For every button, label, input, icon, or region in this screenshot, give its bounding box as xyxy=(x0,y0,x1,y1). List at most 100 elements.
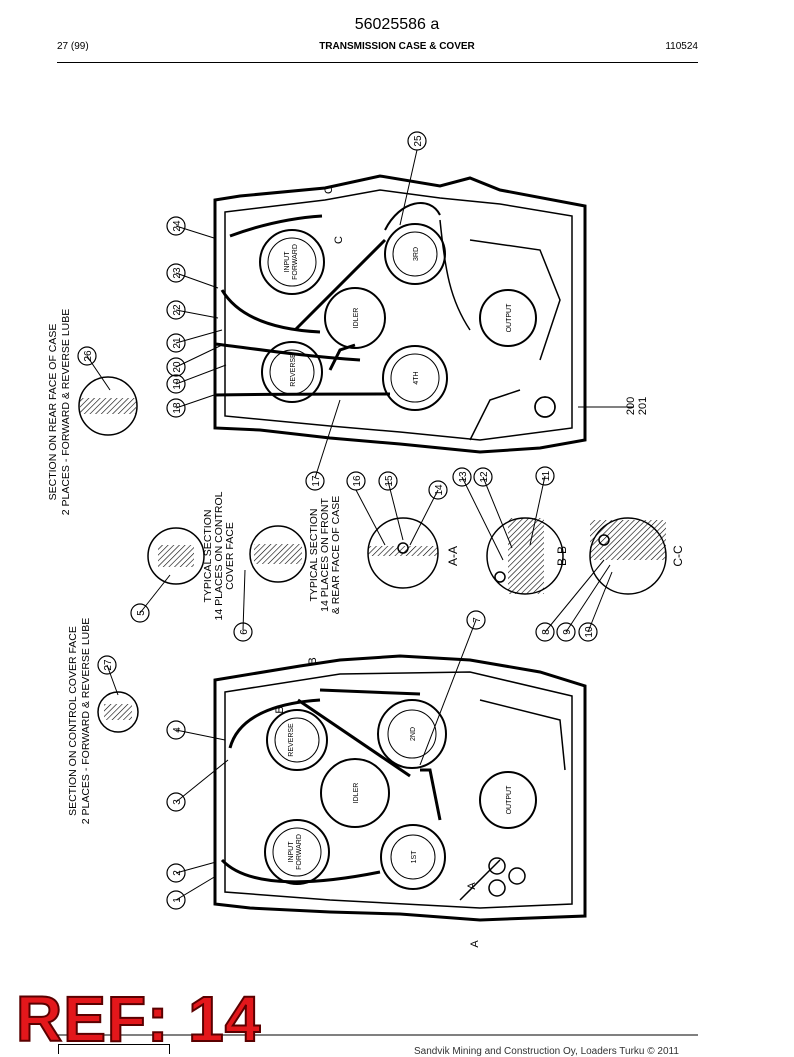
callout-1 xyxy=(166,890,186,910)
callout-number: 8 xyxy=(541,629,552,635)
caption-typical-control-line2: 14 PLACES ON CONTROL xyxy=(213,491,225,620)
gear-label: 2ND xyxy=(410,727,417,741)
callout-9 xyxy=(556,622,576,642)
detail-typical-6 xyxy=(249,525,307,583)
gear-label: 4TH xyxy=(413,371,420,384)
callout-25 xyxy=(407,131,427,151)
gear-label: IDLER xyxy=(353,308,360,329)
callout-number: 20 xyxy=(172,361,183,373)
detail-typical-5 xyxy=(147,527,205,585)
callout-17 xyxy=(305,471,325,491)
callout-number: 14 xyxy=(434,484,445,496)
callout-7 xyxy=(466,610,486,630)
callout-4 xyxy=(166,720,186,740)
gear-label: 3RD xyxy=(413,247,420,261)
callout-number: 10 xyxy=(584,626,595,638)
callout-12 xyxy=(473,467,493,487)
caption-typical-front-line2: 14 PLACES ON FRONT xyxy=(319,498,331,612)
callout-2 xyxy=(166,863,186,883)
callout-number: 12 xyxy=(479,471,490,483)
callout-number: 23 xyxy=(172,267,183,279)
callout-number: 13 xyxy=(458,471,469,483)
gear-label: OUTPUT xyxy=(506,785,513,815)
callout-20 xyxy=(166,357,186,377)
caption-control-cover-line2: 2 PLACES - FORWARD & REVERSE LUBE xyxy=(80,618,92,825)
callout-number: 16 xyxy=(352,475,363,487)
caption-typical-front-line3: & REAR FACE OF CASE xyxy=(330,496,342,614)
callout-number: 5 xyxy=(136,610,147,616)
caption-typical-control-line1: TYPICAL SECTION xyxy=(202,510,214,603)
callout-21 xyxy=(166,333,186,353)
detail-section-27 xyxy=(97,691,139,733)
callout-number: 27 xyxy=(103,659,114,671)
callout-number: 21 xyxy=(172,337,183,349)
gear-label: REVERSE xyxy=(288,723,295,757)
callout-14 xyxy=(428,480,448,500)
section-label-aa: A-A xyxy=(446,546,460,566)
header-rule xyxy=(57,62,698,63)
callout-number: 22 xyxy=(172,304,183,316)
callout-number: 26 xyxy=(83,350,94,362)
callout-number: 6 xyxy=(239,629,250,635)
callout-26 xyxy=(77,346,97,366)
callout-18 xyxy=(166,398,186,418)
document-code: 110524 xyxy=(665,41,698,52)
callout-15 xyxy=(378,471,398,491)
caption-typical-control-line3: COVER FACE xyxy=(224,522,236,590)
callout-27 xyxy=(97,655,117,675)
callout-19 xyxy=(166,374,186,394)
gear-label: INPUT xyxy=(284,251,291,273)
callout-3 xyxy=(166,792,186,812)
caption-rear-face-line1: SECTION ON REAR FACE OF CASE xyxy=(47,324,59,501)
part-201: 201 xyxy=(637,397,649,415)
gear-label: REVERSE xyxy=(290,353,297,387)
callout-23 xyxy=(166,263,186,283)
gear-label: FORWARD xyxy=(292,244,299,280)
reference-stamp: REF: 14 xyxy=(15,982,262,1056)
caption-typical-front-line1: TYPICAL SECTION xyxy=(308,509,320,602)
callout-number: 19 xyxy=(172,378,183,390)
caption-control-cover-line1: SECTION ON CONTROL COVER FACE xyxy=(67,626,79,816)
section-label-cc: C-C xyxy=(671,545,685,567)
callout-24 xyxy=(166,216,186,236)
gear-label: 1ST xyxy=(411,850,418,864)
control-cover-drawing xyxy=(213,654,587,922)
gear-label: OUTPUT xyxy=(506,303,513,333)
callout-number: 3 xyxy=(172,799,183,805)
section-mark-b: B xyxy=(274,706,286,713)
gear-label: IDLER xyxy=(353,783,360,804)
footer-copyright: Sandvik Mining and Construction Oy, Load… xyxy=(414,1046,679,1057)
callout-number: 2 xyxy=(172,870,183,876)
detail-section-26 xyxy=(78,376,138,436)
document-id: 56025586 a xyxy=(354,16,440,33)
callout-number: 11 xyxy=(541,470,552,481)
callout-number: 9 xyxy=(562,629,573,635)
callout-8 xyxy=(535,622,555,642)
section-mark-c: C xyxy=(323,186,335,194)
callout-13 xyxy=(452,467,472,487)
section-mark-b: B xyxy=(307,657,319,664)
callout-6 xyxy=(233,622,253,642)
section-mark-c: C xyxy=(333,236,345,244)
callout-number: 7 xyxy=(472,617,483,623)
rear-case-drawing xyxy=(213,174,587,454)
page-number: 27 (99) xyxy=(57,41,89,52)
page-title: TRANSMISSION CASE & COVER xyxy=(319,41,475,52)
callout-number: 1 xyxy=(172,897,183,903)
callout-5 xyxy=(130,603,150,623)
gear-label: FORWARD xyxy=(296,834,303,870)
section-mark-a: A xyxy=(469,940,481,948)
caption-rear-face-line2: 2 PLACES - FORWARD & REVERSE LUBE xyxy=(60,309,72,516)
callout-22 xyxy=(166,300,186,320)
gear-label: INPUT xyxy=(288,841,295,863)
section-mark-a: A xyxy=(466,882,478,890)
part-200: 200 xyxy=(625,397,637,415)
callout-number: 4 xyxy=(172,727,183,733)
company-logo xyxy=(58,1044,170,1054)
callout-number: 17 xyxy=(311,475,322,487)
callout-number: 24 xyxy=(172,220,183,232)
callout-10 xyxy=(578,622,598,642)
callout-16 xyxy=(346,471,366,491)
section-label-bb: B-B xyxy=(555,546,569,566)
